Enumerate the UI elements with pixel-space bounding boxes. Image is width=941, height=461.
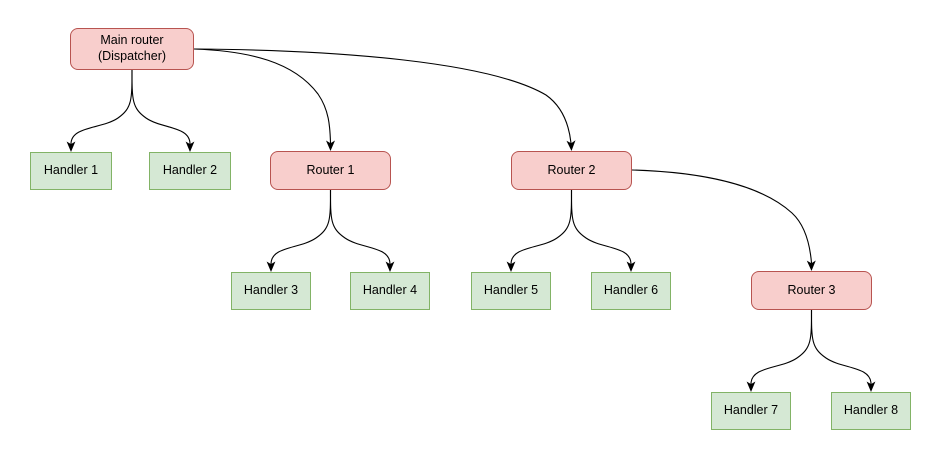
edge-main-router-to-router-2 (193, 48, 576, 151)
node-handler-1[interactable]: Handler 1 (30, 152, 112, 190)
edge-router-2-to-handler-6 (570, 189, 636, 272)
edge-router-3-to-handler-8 (810, 309, 876, 392)
node-router-2[interactable]: Router 2 (511, 151, 632, 190)
node-handler-4[interactable]: Handler 4 (350, 272, 430, 310)
node-main-router[interactable]: Main router (Dispatcher) (70, 28, 194, 70)
node-handler-8[interactable]: Handler 8 (831, 392, 911, 430)
edge-router-3-to-handler-7 (746, 309, 813, 392)
node-handler-2[interactable]: Handler 2 (149, 152, 231, 190)
node-handler-5[interactable]: Handler 5 (471, 272, 551, 310)
edge-main-router-to-handler-2 (131, 69, 195, 152)
node-handler-6[interactable]: Handler 6 (591, 272, 671, 310)
node-handler-3[interactable]: Handler 3 (231, 272, 311, 310)
node-router-3[interactable]: Router 3 (751, 271, 872, 310)
edge-main-router-to-router-1 (193, 48, 335, 151)
edge-main-router-to-handler-1 (66, 69, 133, 152)
edge-router-1-to-handler-4 (329, 189, 395, 272)
edge-router-2-to-router-3 (631, 169, 816, 271)
node-router-1[interactable]: Router 1 (270, 151, 391, 190)
edge-router-1-to-handler-3 (266, 189, 332, 272)
edge-router-2-to-handler-5 (506, 189, 573, 272)
node-handler-7[interactable]: Handler 7 (711, 392, 791, 430)
